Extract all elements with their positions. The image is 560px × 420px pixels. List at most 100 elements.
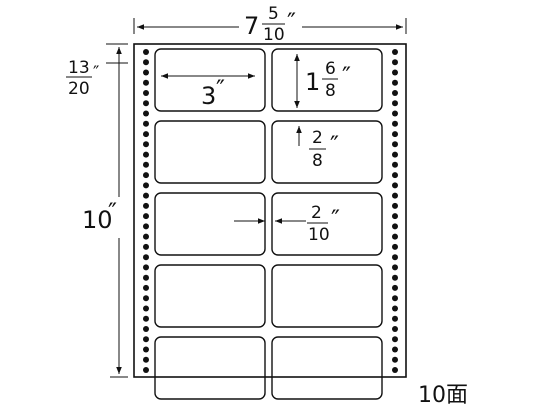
feed-hole <box>392 202 398 209</box>
feed-holes-right <box>392 49 398 373</box>
feed-hole <box>143 295 149 302</box>
feed-hole <box>143 151 149 158</box>
feed-hole <box>143 120 149 127</box>
col-gap-num: 2 <box>311 203 322 223</box>
feed-hole <box>392 336 398 343</box>
col-gap-dimension: 2 10 ″ <box>234 203 340 245</box>
label-cell <box>154 264 266 328</box>
feed-hole <box>143 131 149 138</box>
feed-hole <box>392 305 398 312</box>
feed-hole <box>143 284 149 291</box>
feed-hole <box>143 213 149 220</box>
top-margin-den: 20 <box>68 79 90 99</box>
sheet-height-unit: ″ <box>108 198 117 226</box>
feed-hole <box>143 233 149 240</box>
feed-hole <box>392 233 398 240</box>
feed-hole <box>392 100 398 107</box>
feed-hole <box>143 161 149 168</box>
feed-hole <box>392 172 398 179</box>
feed-hole <box>392 243 398 250</box>
label-height-num: 6 <box>325 59 336 79</box>
col-gap-unit: ″ <box>331 205 340 233</box>
feed-hole <box>392 295 398 302</box>
feed-hole <box>143 90 149 96</box>
sheet-width-whole: 7 <box>244 12 259 40</box>
row-gap-dimension: 2 8 ″ <box>296 126 339 171</box>
sheet-height-dimension: 10 ″ <box>82 43 128 378</box>
feed-hole <box>392 192 398 199</box>
sheet-width-dimension: 7 5 10 ″ <box>133 4 407 45</box>
feed-hole <box>143 69 149 76</box>
feed-hole <box>143 172 149 179</box>
sheet-width-den: 10 <box>263 25 285 45</box>
feed-hole <box>392 90 398 96</box>
feed-hole <box>143 326 149 332</box>
sheet-height-value: 10 <box>82 206 113 234</box>
feed-hole <box>392 356 398 363</box>
label-width-unit: ″ <box>216 75 225 103</box>
feed-hole <box>392 326 398 332</box>
feed-hole <box>392 213 398 220</box>
sheet-width-num: 5 <box>268 4 279 24</box>
feed-hole <box>143 192 149 199</box>
feed-hole <box>143 110 149 117</box>
feed-hole <box>143 336 149 343</box>
feed-hole <box>143 264 149 271</box>
feed-hole <box>143 223 149 230</box>
feed-hole <box>392 182 398 189</box>
label-count: 10面 <box>418 383 468 408</box>
feed-hole <box>392 264 398 271</box>
feed-hole <box>392 346 398 353</box>
label-cell <box>154 120 266 184</box>
feed-hole <box>392 223 398 230</box>
row-gap-den: 8 <box>312 151 323 171</box>
row-gap-unit: ″ <box>330 131 339 159</box>
feed-hole <box>143 202 149 209</box>
label-cell <box>271 192 383 256</box>
feed-hole <box>392 254 398 261</box>
feed-hole <box>143 243 149 250</box>
feed-hole <box>392 367 398 373</box>
feed-hole <box>143 79 149 86</box>
feed-hole <box>143 356 149 363</box>
label-cell <box>271 120 383 184</box>
feed-hole <box>392 315 398 322</box>
feed-hole <box>392 120 398 127</box>
label-height-den: 8 <box>325 81 336 101</box>
feed-hole <box>392 284 398 291</box>
top-margin-unit: ″ <box>93 63 99 83</box>
label-height-unit: ″ <box>342 62 351 90</box>
feed-hole <box>392 110 398 117</box>
label-cell <box>154 48 266 112</box>
label-grid <box>154 48 383 400</box>
label-width-value: 3 <box>201 82 216 110</box>
feed-hole <box>143 182 149 189</box>
feed-hole <box>143 141 149 148</box>
label-cell <box>271 48 383 112</box>
feed-hole <box>392 79 398 86</box>
feed-hole <box>143 346 149 353</box>
feed-hole <box>392 59 398 66</box>
feed-hole <box>143 100 149 107</box>
feed-hole <box>392 69 398 76</box>
feed-hole <box>143 305 149 312</box>
feed-hole <box>143 315 149 322</box>
feed-hole <box>143 49 149 55</box>
feed-hole <box>392 131 398 138</box>
sheet-outline <box>133 43 407 378</box>
feed-hole <box>392 151 398 158</box>
label-height-dimension: 1 6 8 ″ <box>294 54 351 108</box>
feed-hole <box>143 59 149 66</box>
col-gap-den: 10 <box>308 225 330 245</box>
label-height-whole: 1 <box>305 68 320 96</box>
label-cell <box>271 264 383 328</box>
feed-hole <box>143 254 149 261</box>
feed-holes-left <box>143 49 149 373</box>
feed-hole <box>392 161 398 168</box>
feed-hole <box>143 274 149 281</box>
feed-hole <box>392 49 398 55</box>
feed-hole <box>143 367 149 373</box>
sheet-width-unit: ″ <box>287 8 296 36</box>
label-cell <box>271 336 383 400</box>
